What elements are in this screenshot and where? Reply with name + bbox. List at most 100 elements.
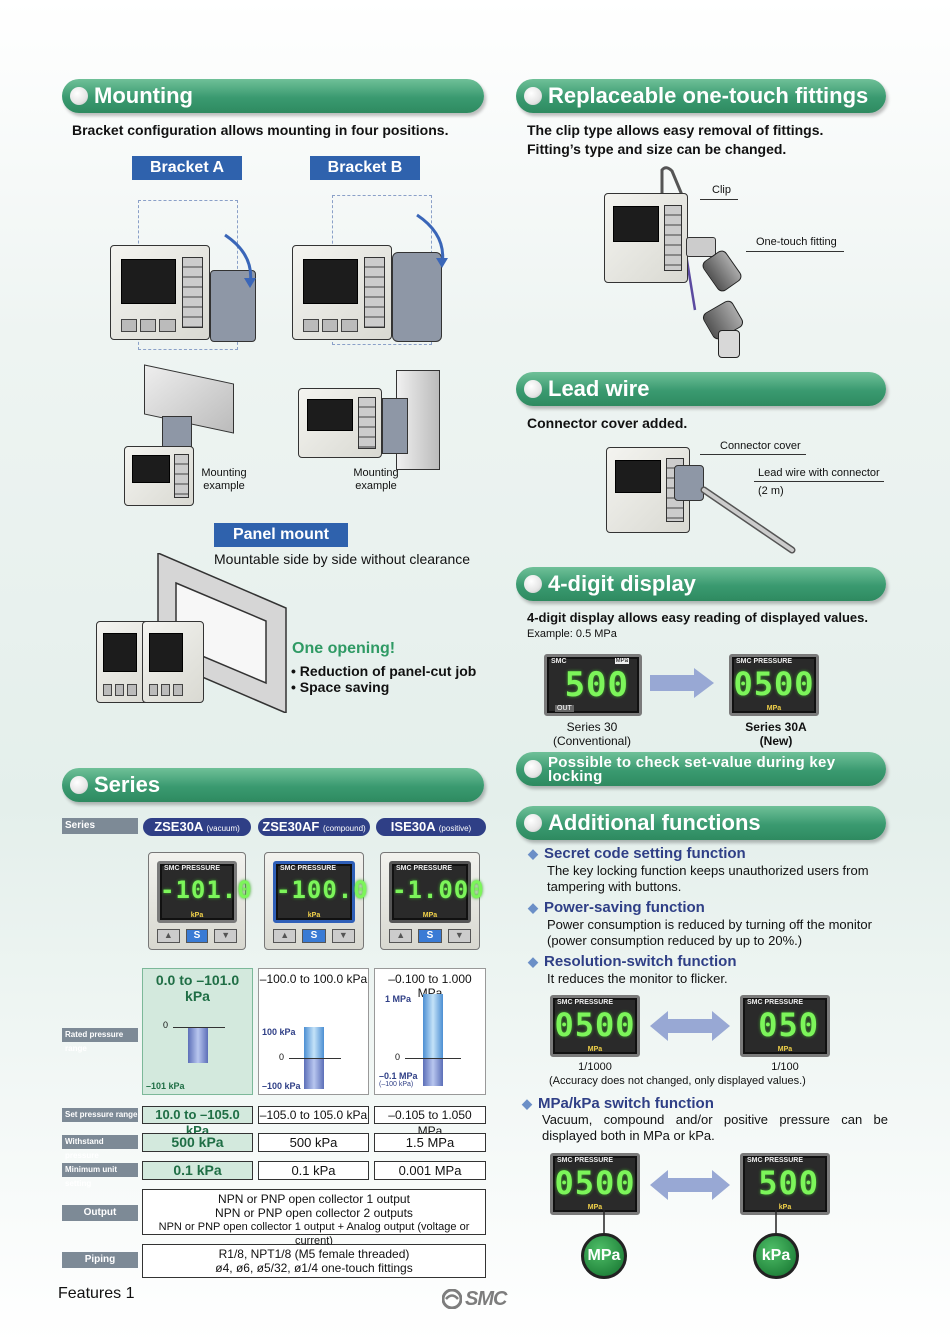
lead-wire-illustration xyxy=(604,435,804,555)
gauge-zero-2: 0 xyxy=(279,1052,285,1062)
mounting-header: Mounting xyxy=(62,79,484,113)
key-lock-header: Possible to check set-value during key l… xyxy=(516,752,886,786)
bullet-icon xyxy=(524,760,542,778)
fittings-desc-2: Fitting’s type and size can be changed. xyxy=(527,141,787,157)
lcd-header: SMC PRESSURE xyxy=(280,865,337,872)
lcd-res-left-unit: MPa xyxy=(587,1046,603,1053)
res-note: (Accuracy does not changed, only display… xyxy=(549,1075,806,1087)
cable-icon xyxy=(700,486,796,554)
lcd-res-left-digits: 0500 xyxy=(554,1006,636,1044)
set-cell-1: 10.0 to –105.0 kPa xyxy=(142,1106,253,1138)
lcd-res-right-header: SMC PRESSURE xyxy=(747,999,804,1006)
unit-switch-text: Vacuum, compound and/or positive pressur… xyxy=(542,1112,888,1143)
bracket-a-label: Bracket A xyxy=(132,156,242,180)
lcd-unit-left-digits: 0500 xyxy=(554,1164,636,1202)
set-cell-2: –105.0 to 105.0 kPa xyxy=(258,1106,369,1124)
lcd-res-left: SMC PRESSURE 0500 MPa xyxy=(550,995,640,1057)
connector-cover-label: Connector cover xyxy=(720,440,801,452)
smc-logo-mark-icon xyxy=(442,1289,462,1309)
mounting-example-a-caption: Mounting example xyxy=(201,467,247,492)
lcd-unit-left-unit: MPa xyxy=(587,1204,603,1211)
rated-cell-3: –0.100 to 1.000 MPa 1 MPa 0 –0.1 MPa (–1… xyxy=(374,968,486,1095)
product-zse30af: SMC PRESSURE -100.0 kPa ▲ S ▼ xyxy=(264,852,368,950)
resolution-switch-text: It reduces the monitor to flicker. xyxy=(547,971,728,986)
zero-line xyxy=(405,1058,461,1059)
product-zse30a: SMC PRESSURE -101.0 kPa ▲ S ▼ xyxy=(148,852,253,950)
lcd-new-unit: MPa xyxy=(766,705,782,712)
one-touch-label: One-touch fitting xyxy=(756,236,837,248)
right-arrow-icon xyxy=(650,668,714,698)
piping-line-2: ø4, ø6, ø5/32, ø1/4 one-touch fittings xyxy=(215,1261,413,1275)
mounting-title: Mounting xyxy=(94,83,193,108)
lcd-old-out: OUT xyxy=(555,705,574,712)
bullet-icon xyxy=(524,380,542,398)
panel-mount-desc: Mountable side by side without clearance xyxy=(214,551,471,567)
withstand-cell-2: 500 kPa xyxy=(258,1133,369,1152)
series-tag-ise30a: ISE30A (positive) xyxy=(376,818,486,836)
gauge-top-2: 100 kPa xyxy=(262,1027,296,1037)
button-row: ▲ S ▼ xyxy=(157,929,238,943)
bullet-icon xyxy=(70,87,88,105)
page-number: Features 1 xyxy=(58,1285,135,1302)
lcd-unit-left: SMC PRESSURE 0500 MPa xyxy=(550,1153,640,1215)
res-left-caption: 1/1000 xyxy=(578,1061,612,1073)
mounting-desc: Bracket configuration allows mounting in… xyxy=(72,122,449,138)
rotation-arrow-icon xyxy=(224,233,256,288)
lcd-new-digits: 0500 xyxy=(733,665,815,703)
lcd-unit-right-digits: 500 xyxy=(758,1164,819,1202)
gauge-min-1: –101 kPa xyxy=(146,1081,185,1091)
series-tag-zse30af: ZSE30AF (compound) xyxy=(258,818,370,836)
clip-label: Clip xyxy=(712,184,731,196)
lcd-old: SMC 500 OUT MPa xyxy=(544,654,642,716)
old-caption-2: (Conventional) xyxy=(552,734,632,748)
lcd-unit: kPa xyxy=(307,912,321,919)
lead-wire-connector-label: Lead wire with connector xyxy=(758,467,880,479)
power-saving-text: Power consumption is reduced by turning … xyxy=(547,917,872,948)
panel-bullet-2: • Space saving xyxy=(291,679,390,695)
series-sub: (vacuum) xyxy=(206,824,240,833)
piping-line-1: R1/8, NPT1/8 (M5 female threaded) xyxy=(218,1247,410,1261)
smc-logo: SMC xyxy=(442,1287,507,1311)
row-label-piping: Piping xyxy=(62,1252,138,1268)
connector-cover-leader xyxy=(700,454,806,455)
rotation-arrow-icon xyxy=(416,213,448,268)
bracket-b-label: Bracket B xyxy=(310,156,420,180)
panel-bullet-1: • Reduction of panel-cut job xyxy=(291,663,477,679)
lcd-old-digits: 500 xyxy=(564,665,629,705)
gauge-min-3: –0.1 MPa xyxy=(379,1071,418,1081)
min-unit-cell-3: 0.001 MPa xyxy=(374,1161,486,1180)
withstand-cell-1: 500 kPa xyxy=(142,1133,253,1152)
double-arrow-icon xyxy=(650,1170,730,1200)
row-label-series: Series xyxy=(62,818,138,834)
resolution-switch-title: Resolution-switch function xyxy=(528,953,737,970)
series-name: ISE30A xyxy=(390,819,436,834)
mounting-example-a xyxy=(122,364,242,506)
display-header: 4-digit display xyxy=(516,567,886,601)
set-cell-3: –0.105 to 1.050 MPa xyxy=(374,1106,486,1138)
lead-wire-leader xyxy=(754,481,884,482)
bracket-b-illustration xyxy=(292,190,452,360)
gauge-top-3: 1 MPa xyxy=(385,994,412,1004)
series-sub: (positive) xyxy=(438,824,472,833)
button-row: ▲ S ▼ xyxy=(273,929,355,943)
lcd-unit: kPa xyxy=(190,912,204,919)
new-caption-2: (New) xyxy=(759,734,793,748)
display-title: 4-digit display xyxy=(548,571,696,596)
one-touch-leader-line xyxy=(746,251,844,252)
unit-pointer-lines xyxy=(603,1210,777,1235)
res-right-caption: 1/100 xyxy=(771,1061,799,1073)
fittings-header: Replaceable one-touch fittings xyxy=(516,79,886,113)
bracket-a-illustration xyxy=(110,190,260,360)
rated-cell-1: 0.0 to –101.0 kPa 0 –101 kPa xyxy=(142,968,253,1095)
withstand-cell-3: 1.5 MPa xyxy=(374,1133,486,1152)
piping-cell: R1/8, NPT1/8 (M5 female threaded) ø4, ø6… xyxy=(142,1244,486,1278)
series-tag-zse30a: ZSE30A (vacuum) xyxy=(143,818,251,836)
new-caption-1: Series 30A xyxy=(745,720,807,734)
lcd-unit-left-header: SMC PRESSURE xyxy=(557,1157,614,1164)
output-line-1: NPN or PNP open collector 1 output xyxy=(218,1192,410,1206)
lcd-digits: -101.0 xyxy=(160,876,253,904)
lcd-header: SMC PRESSURE xyxy=(164,865,221,872)
gauge-min-2: –100 kPa xyxy=(262,1081,301,1091)
bullet-icon xyxy=(70,776,88,794)
panel-illustration xyxy=(96,553,296,713)
